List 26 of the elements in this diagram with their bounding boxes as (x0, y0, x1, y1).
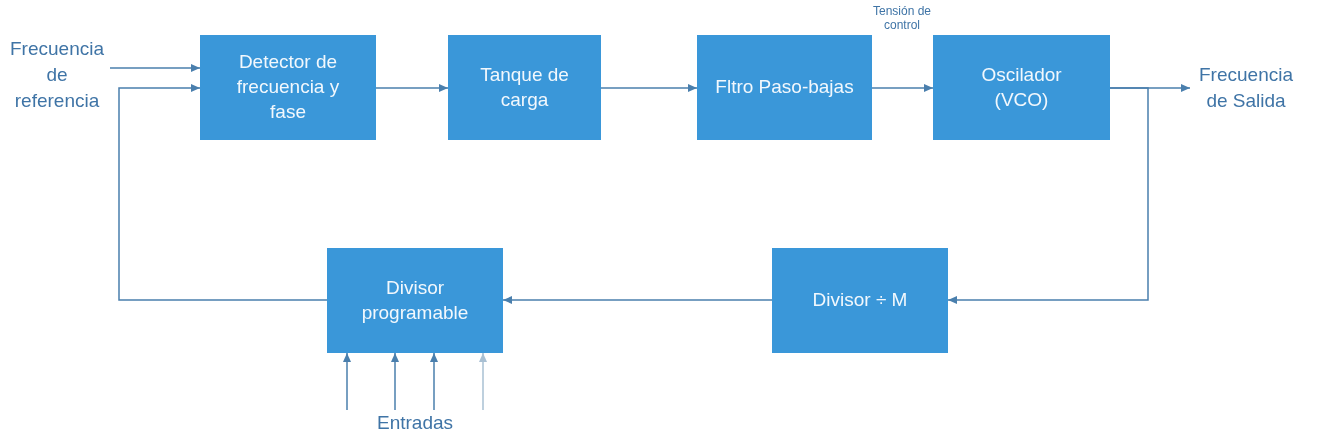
block-label: Detector de frecuencia y fase (235, 50, 341, 124)
block-label: Oscilador (VCO) (980, 62, 1063, 112)
block-label: Tanque de carga (479, 62, 570, 112)
process-block (933, 35, 1110, 140)
arrow (502, 296, 773, 304)
arrow (391, 352, 399, 411)
block-label: Divisor ÷ M (812, 288, 908, 313)
arrow (871, 84, 934, 92)
process-block (697, 35, 872, 140)
process-block (448, 35, 601, 140)
arrow (118, 84, 328, 301)
process-block (327, 248, 503, 353)
arrow (109, 64, 201, 72)
arrow (375, 84, 449, 92)
arrow (343, 352, 351, 411)
arrow (600, 84, 698, 92)
process-block (200, 35, 376, 140)
arrow (947, 87, 1149, 304)
output-signal-label: Frecuencia de Salida (1190, 62, 1302, 114)
block-label: Divisor programable (360, 275, 470, 325)
process-block (772, 248, 948, 353)
inputs-label: Entradas (341, 410, 489, 436)
arrow (430, 352, 438, 411)
block-label: Fltro Paso-bajas (715, 75, 854, 100)
arrow (479, 352, 487, 411)
input-signal-label: Frecuencia de referencia (4, 36, 110, 114)
